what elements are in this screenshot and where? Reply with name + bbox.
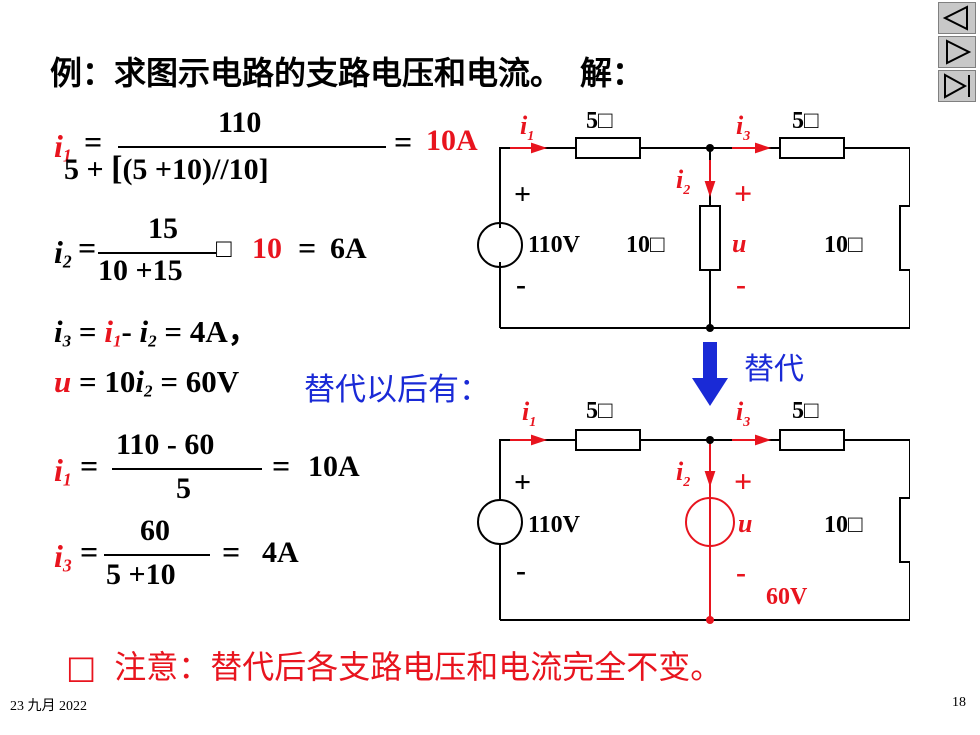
circuit1-source-label: 110V bbox=[528, 232, 581, 258]
circuit2-u: u bbox=[738, 509, 752, 538]
circuit2-minus-left: - bbox=[516, 554, 526, 587]
title-text: 例：求图示电路的支路电压和电流。 bbox=[50, 55, 563, 91]
eq5-lhs: i1 bbox=[54, 452, 72, 490]
circuit1-i1: i1 bbox=[520, 111, 534, 144]
prev-slide-button[interactable] bbox=[938, 2, 976, 34]
circuit1-minus-mid: - bbox=[736, 268, 746, 301]
eq1-denominator: 5 + [(5 +10)//10] bbox=[64, 150, 269, 187]
eq5-denominator: 5 bbox=[176, 472, 191, 505]
eq2-denominator: 10 +15 bbox=[98, 254, 183, 287]
arrow-label: 替代 bbox=[744, 352, 804, 387]
eq6-equals: = bbox=[222, 534, 241, 570]
eq5-result: 10A bbox=[308, 450, 360, 483]
eq2-lhs: i2 bbox=[54, 234, 72, 272]
circuit1-r4 bbox=[899, 205, 910, 271]
eq2-equals: = bbox=[298, 230, 317, 266]
circuit-diagram-replaced: i1 5□ i3 5□ i2 + 110V + u 10□ - - 60V bbox=[477, 397, 910, 624]
eq5-equals: = bbox=[272, 448, 291, 484]
triangle-right-icon bbox=[946, 39, 972, 65]
circuit2-r4-label: 10□ bbox=[824, 512, 863, 538]
circuit1-plus-mid: + bbox=[734, 175, 752, 211]
circuit1-plus-left: + bbox=[514, 178, 531, 211]
circuit1-u: u bbox=[732, 229, 746, 258]
circuit2-plus-mid: + bbox=[734, 463, 752, 499]
next-slide-button[interactable] bbox=[938, 36, 976, 68]
circuit2-r1-label: 5□ bbox=[586, 398, 613, 424]
circuit1-r3-label: 5□ bbox=[792, 108, 819, 134]
eq6-denominator: 5 +10 bbox=[106, 558, 176, 591]
note-line: □ 注意：替代后各支路电压和电流完全不变。 bbox=[66, 642, 722, 688]
circuit2-source2-label: 60V bbox=[766, 584, 808, 610]
solve-label: 解： bbox=[580, 55, 645, 91]
eq5-fraction-line bbox=[112, 468, 262, 470]
last-slide-button[interactable] bbox=[938, 70, 976, 102]
eq5-eq: = bbox=[80, 448, 99, 484]
eq6-numerator: 60 bbox=[140, 514, 170, 547]
eq2-result: 6A bbox=[330, 232, 367, 265]
eq1-result: 10A bbox=[426, 124, 478, 157]
replace-text: 替代以后有： bbox=[304, 372, 490, 408]
eq6-eq: = bbox=[80, 534, 99, 570]
circuit1-r1-label: 5□ bbox=[586, 108, 613, 134]
eq1-numerator: 110 bbox=[218, 106, 262, 139]
circuit-diagram-original: i1 5□ i3 5□ i2 + 110V 10□ + u 10□ - - bbox=[477, 108, 910, 332]
skip-end-icon bbox=[944, 73, 970, 99]
circuit2-r3-label: 5□ bbox=[792, 398, 819, 424]
eq6-lhs: i3 bbox=[54, 538, 72, 576]
eq1-fraction-line bbox=[118, 146, 386, 148]
eq2-box: □ bbox=[216, 234, 232, 263]
eq2-numerator: 15 bbox=[148, 212, 178, 245]
slide-title: 例：求图示电路的支路电压和电流。解： bbox=[50, 48, 644, 94]
eq2-fraction-line bbox=[98, 252, 216, 254]
eq6-result: 4A bbox=[262, 536, 299, 569]
circuit1-i3: i3 bbox=[736, 111, 750, 144]
circuit1-r2-label: 10□ bbox=[626, 232, 665, 258]
eq1-eq: = bbox=[84, 124, 103, 160]
circuit2-i1: i1 bbox=[522, 397, 536, 430]
triangle-left-icon bbox=[942, 5, 968, 31]
eq1-lhs: i1 bbox=[54, 128, 72, 166]
down-arrow-icon bbox=[692, 342, 728, 406]
circuit1-minus-left: - bbox=[516, 268, 526, 301]
circuit2-i3: i3 bbox=[736, 397, 750, 430]
footer-date: 23 九月 2022 bbox=[10, 699, 87, 714]
circuit1-i2: i2 bbox=[676, 165, 690, 198]
eq2-eq: = bbox=[78, 230, 97, 266]
eq6-fraction-line bbox=[104, 554, 210, 556]
note-bullet: □ bbox=[66, 648, 97, 686]
note-text: 注意：替代后各支路电压和电流完全不变。 bbox=[114, 648, 723, 686]
circuit2-minus-mid: - bbox=[736, 556, 746, 589]
circuit2-plus-left: + bbox=[514, 466, 531, 499]
eq4: u = 10i2 = 60V bbox=[54, 364, 240, 401]
eq1-equals: = bbox=[394, 124, 413, 160]
circuit1-r4-label: 10□ bbox=[824, 232, 863, 258]
eq3: i3 = i1- i2 = 4A， bbox=[54, 314, 259, 351]
page-number: 18 bbox=[952, 695, 966, 710]
circuit2-source-label: 110V bbox=[528, 512, 581, 538]
eq5-numerator: 110 - 60 bbox=[116, 428, 215, 461]
eq2-mul: 10 bbox=[252, 232, 282, 265]
circuit2-i2: i2 bbox=[676, 457, 690, 490]
